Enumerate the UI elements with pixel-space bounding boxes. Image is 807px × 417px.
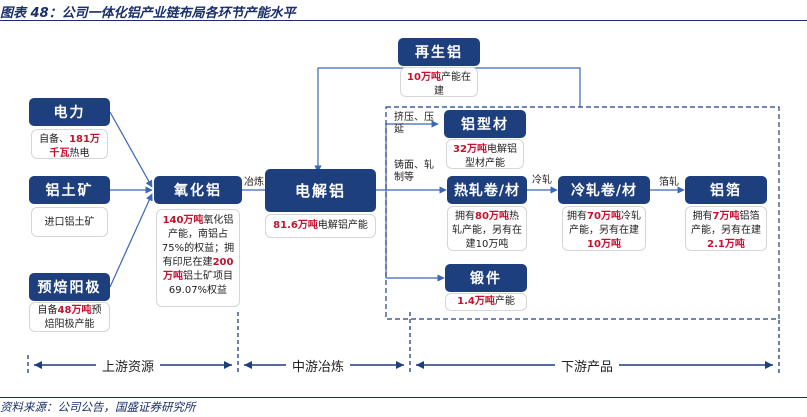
node-cold-roll: 冷轧卷/材: [558, 176, 650, 204]
note-forging: 1.4万吨产能: [445, 293, 527, 311]
node-foil: 铝箔: [685, 176, 767, 204]
figure-source: 资料来源：公司公告，国盛证券研究所: [0, 397, 807, 417]
note-electrolytic: 81.6万吨电解铝产能: [265, 214, 376, 238]
note-power: 自备、181万千瓦热电: [31, 129, 108, 159]
node-electrolytic: 电解铝: [265, 169, 376, 212]
note-recycled: 10万吨产能在建: [400, 67, 478, 97]
downstream-frame: [385, 106, 780, 320]
arrow-anode-alumina: [109, 193, 153, 288]
note-alumina: 140万吨氧化铝产能，南铝占75%的权益；拥有印尼在建200万吨铝土矿项目69.…: [156, 209, 240, 307]
node-alumina: 氧化铝: [154, 176, 242, 204]
note-bauxite: 进口铝土矿: [31, 207, 108, 237]
note-cold-roll: 拥有70万吨冷轧产能，另有在建10万吨: [562, 206, 646, 251]
arrow-power-alumina: [109, 111, 153, 188]
edge-label-cold-rolling: 冷轧: [532, 175, 552, 186]
segment-midstream: 中游冶炼: [286, 356, 351, 375]
node-forging: 锻件: [445, 264, 527, 292]
segment-downstream: 下游产品: [555, 356, 620, 375]
edge-label-foil-rolling: 箔轧: [659, 177, 679, 188]
node-hot-roll: 热轧卷/材: [447, 176, 527, 204]
figure-title: 图表 48：公司一体化铝产业链布局各环节产能水平: [0, 2, 807, 21]
edge-label-casting: 铸面、轧制等: [394, 160, 434, 183]
note-hot-roll: 拥有80万吨热轧产能，另有在建10万吨: [447, 206, 527, 251]
node-bauxite: 铝土矿: [29, 176, 110, 204]
node-anode: 预焙阳极: [29, 273, 110, 301]
edge-label-smelting: 冶炼: [244, 177, 264, 188]
node-power: 电力: [29, 98, 110, 126]
edge-label-extrusion: 挤压、压延: [394, 112, 434, 135]
segment-upstream: 上游资源: [96, 356, 161, 375]
note-profile: 32万吨电解铝型材产能: [446, 139, 524, 169]
node-recycled: 再生铝: [398, 38, 480, 66]
note-foil: 拥有7万吨铝箔产能，另有在建2.1万吨: [685, 206, 767, 251]
note-anode: 自备48万吨预焙阳极产能: [29, 302, 110, 332]
node-profile: 铝型材: [444, 110, 526, 138]
